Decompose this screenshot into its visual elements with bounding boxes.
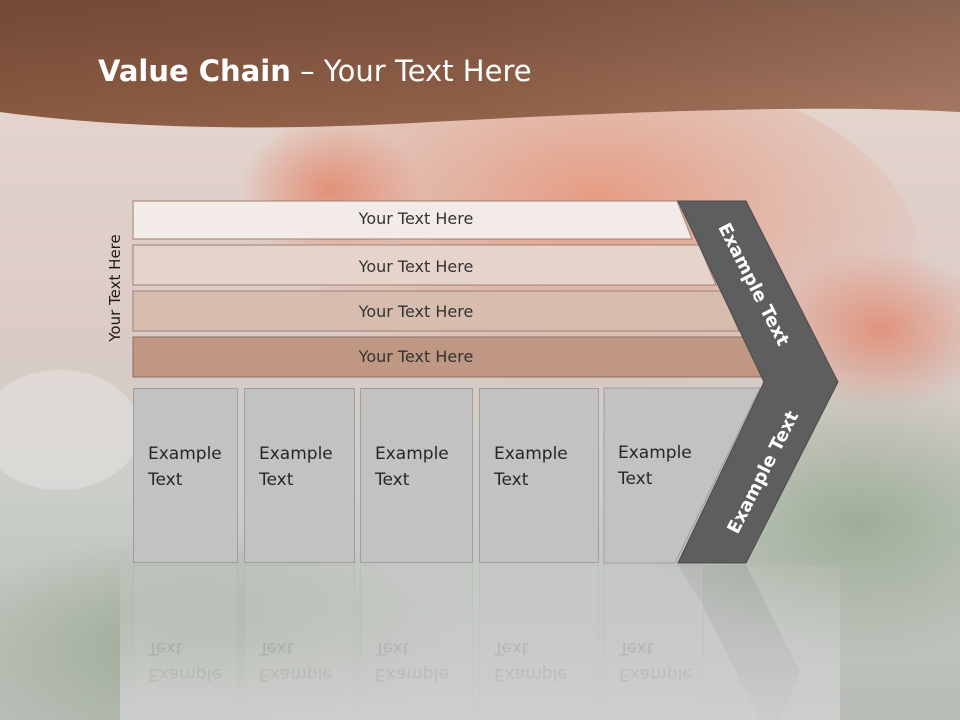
value-chain-row-3-label: Your Text Here <box>358 302 474 321</box>
slide-title-bold: Value Chain <box>98 54 291 88</box>
value-chain-row-4-label: Your Text Here <box>358 347 474 366</box>
activity-box-5-shape <box>603 387 761 564</box>
activity-box-1: Example Text <box>133 388 238 563</box>
slide-title: Value Chain – Your Text Here <box>98 54 532 88</box>
value-chain-row-1-shape <box>132 200 693 240</box>
side-label: Your Text Here <box>106 234 124 342</box>
value-chain-row-2-shape <box>132 244 717 286</box>
activity-box-4-label: Example Text <box>494 444 568 490</box>
activity-box-5: Example Text <box>604 388 704 563</box>
value-chain-row-1-label: Your Text Here <box>358 209 474 228</box>
value-chain-row-3-shape <box>132 290 740 332</box>
activity-box-2-label: Example Text <box>259 444 333 490</box>
activity-box-4: Example Text <box>479 388 599 563</box>
activity-box-3: Example Text <box>360 388 473 563</box>
slide-title-rest: – Your Text Here <box>290 54 532 88</box>
activity-box-5-label: Example Text <box>618 443 692 489</box>
chevron-arrow-shape <box>677 200 839 564</box>
activity-box-3-label: Example Text <box>375 444 449 490</box>
value-chain-row-2-label: Your Text Here <box>358 257 474 276</box>
activity-box-1-label: Example Text <box>148 444 222 490</box>
activity-box-2: Example Text <box>244 388 355 563</box>
